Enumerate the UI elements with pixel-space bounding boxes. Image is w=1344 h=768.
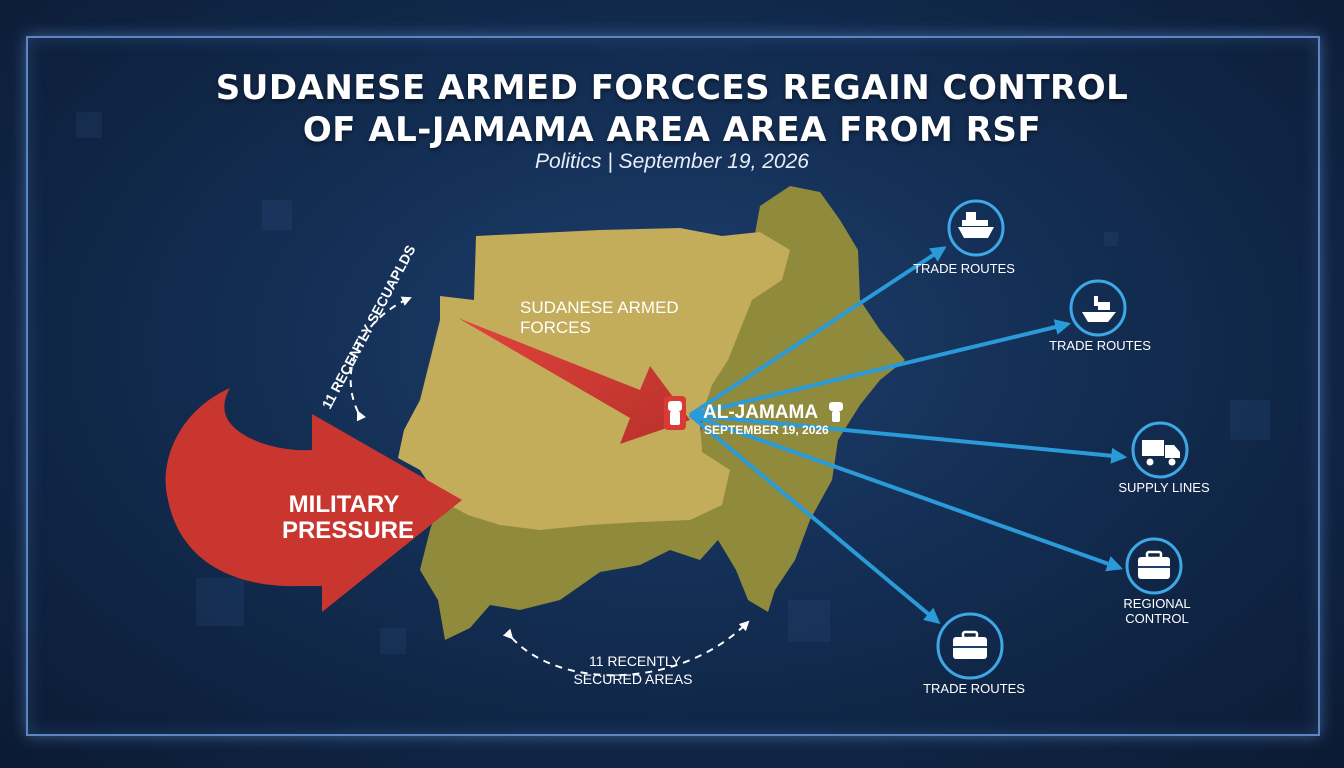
bg-square bbox=[1104, 232, 1118, 246]
route-label-3: SUPPLY LINES bbox=[1118, 480, 1210, 495]
red-pointer-arrow bbox=[458, 318, 690, 444]
route-label-4-line1: REGIONAL bbox=[1123, 596, 1190, 611]
route-node-3[interactable]: SUPPLY LINES bbox=[1118, 421, 1210, 495]
region-label-line1: SUDANESE ARMED bbox=[520, 298, 679, 317]
briefcase-icon bbox=[953, 630, 987, 659]
subtitle: Politics | September 19, 2026 bbox=[535, 150, 809, 173]
route-line-2 bbox=[689, 319, 1072, 417]
headline-line-2: OF AL-JAMAMA AREA AREA FROM RSF bbox=[302, 110, 1042, 150]
bg-square bbox=[262, 200, 292, 230]
arc-bottom-label-line1: 11 RECENTLY bbox=[589, 653, 682, 669]
arc-left-label: 11 RECENTLY SECUAPLDS bbox=[319, 242, 419, 411]
route-node-4[interactable]: REGIONAL CONTROL bbox=[1123, 537, 1191, 626]
route-label-5: TRADE ROUTES bbox=[923, 681, 1025, 696]
ship-icon bbox=[958, 212, 994, 238]
bg-square bbox=[1230, 400, 1270, 440]
boat-icon bbox=[1082, 296, 1116, 322]
route-lines bbox=[688, 246, 1128, 625]
route-label-1: TRADE ROUTES bbox=[913, 261, 1015, 276]
route-node-1[interactable]: TRADE ROUTES bbox=[913, 199, 1015, 276]
pressure-label-line2: PRESSURE bbox=[282, 517, 414, 544]
route-node-5[interactable]: TRADE ROUTES bbox=[923, 612, 1025, 696]
truck-icon bbox=[1142, 440, 1180, 466]
pressure-label-line1: MILITARY bbox=[289, 491, 400, 518]
military-pressure-arrow bbox=[165, 388, 463, 612]
bg-square bbox=[196, 578, 244, 626]
route-line-5 bbox=[688, 413, 941, 625]
headline-line-1: SUDANESE ARMED FORCCES REGAIN CONTROL bbox=[215, 68, 1129, 108]
route-line-3 bbox=[689, 413, 1128, 464]
fist-icon-white bbox=[829, 402, 843, 422]
route-line-1 bbox=[688, 246, 947, 417]
briefcase-icon bbox=[1138, 550, 1170, 579]
route-label-2: TRADE ROUTES bbox=[1049, 338, 1151, 353]
bg-square bbox=[380, 628, 406, 654]
fist-icon bbox=[664, 396, 686, 430]
arc-bottom-dashed bbox=[502, 620, 750, 677]
location-name: AL-JAMAMA bbox=[703, 402, 818, 423]
route-label-4-line2: CONTROL bbox=[1125, 611, 1189, 626]
region-label-line2: FORCES bbox=[520, 318, 591, 337]
route-node-2[interactable]: TRADE ROUTES bbox=[1049, 279, 1151, 353]
route-line-4 bbox=[689, 413, 1124, 572]
bg-square bbox=[788, 600, 830, 642]
arc-bottom-label-line2: SECURED AREAS bbox=[573, 671, 692, 687]
location-date: SEPTEMBER 19, 2026 bbox=[704, 423, 829, 437]
arc-left-dashed bbox=[349, 296, 412, 422]
bg-square bbox=[76, 112, 102, 138]
